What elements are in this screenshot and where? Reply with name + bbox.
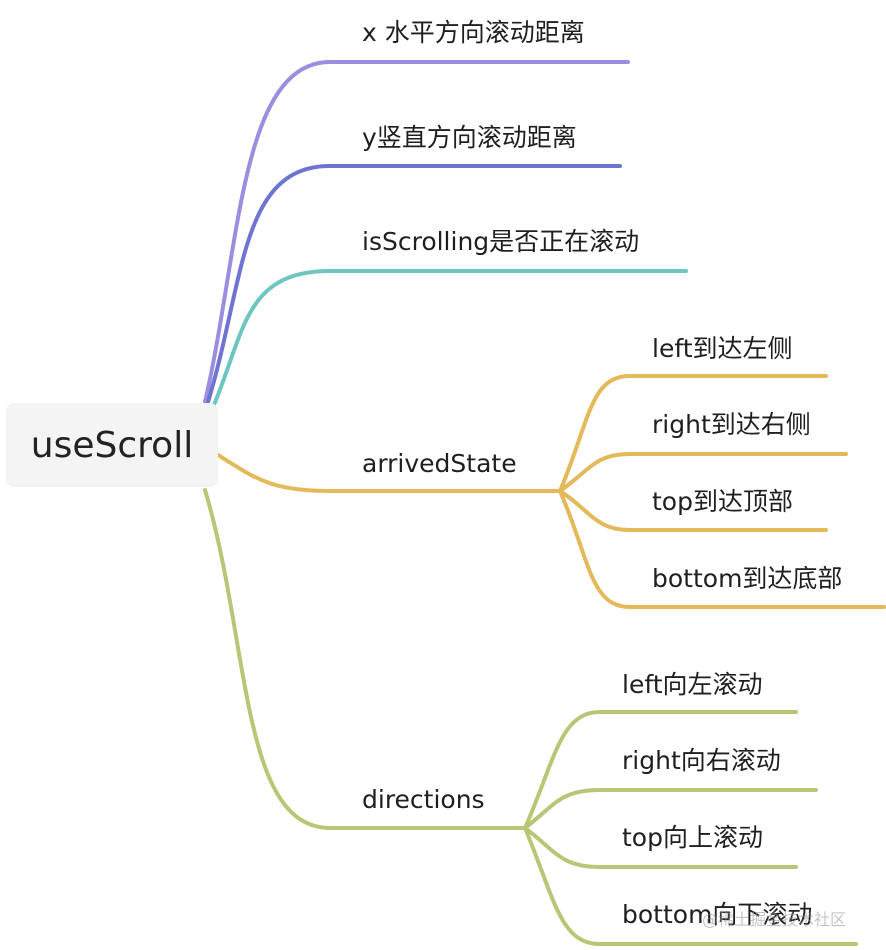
connector-isscrolling (212, 269, 688, 407)
node-dir-right: right向右滚动 (622, 746, 781, 775)
node-arrived-bottom: bottom到达底部 (652, 564, 843, 593)
connector-arrived-bottom (558, 489, 886, 609)
connector-dir-bottom (523, 826, 858, 946)
connector-directions (203, 488, 527, 830)
node-x: x 水平方向滚动距离 (362, 18, 585, 47)
connector-arrived-right (558, 452, 848, 493)
node-y: y竖直方向滚动距离 (362, 123, 577, 152)
connector-arrived-left (558, 374, 828, 493)
node-dir-left: left向左滚动 (622, 670, 763, 699)
connector-arrived-top (558, 489, 828, 532)
node-dir-top: top向上滚动 (622, 823, 763, 852)
connector-y (206, 164, 622, 404)
watermark: @稀土掘金技术社区 (702, 910, 847, 929)
node-arrivedstate: arrivedState (362, 449, 517, 478)
node-arrived-left: left到达左侧 (652, 334, 793, 363)
root-node: useScroll (6, 403, 218, 487)
node-arrived-top: top到达顶部 (652, 487, 793, 516)
node-arrived-right: right到达右侧 (652, 410, 811, 439)
node-directions: directions (362, 785, 485, 814)
connector-x (203, 60, 630, 404)
connector-dir-right (523, 788, 818, 830)
connector-arrivedstate (216, 453, 562, 493)
root-label: useScroll (30, 424, 194, 466)
node-isscrolling: isScrolling是否正在滚动 (362, 227, 640, 256)
connector-dir-top (523, 826, 798, 869)
connector-dir-left (523, 710, 798, 830)
node-dir-bottom: bottom向下滚动 (622, 900, 813, 929)
